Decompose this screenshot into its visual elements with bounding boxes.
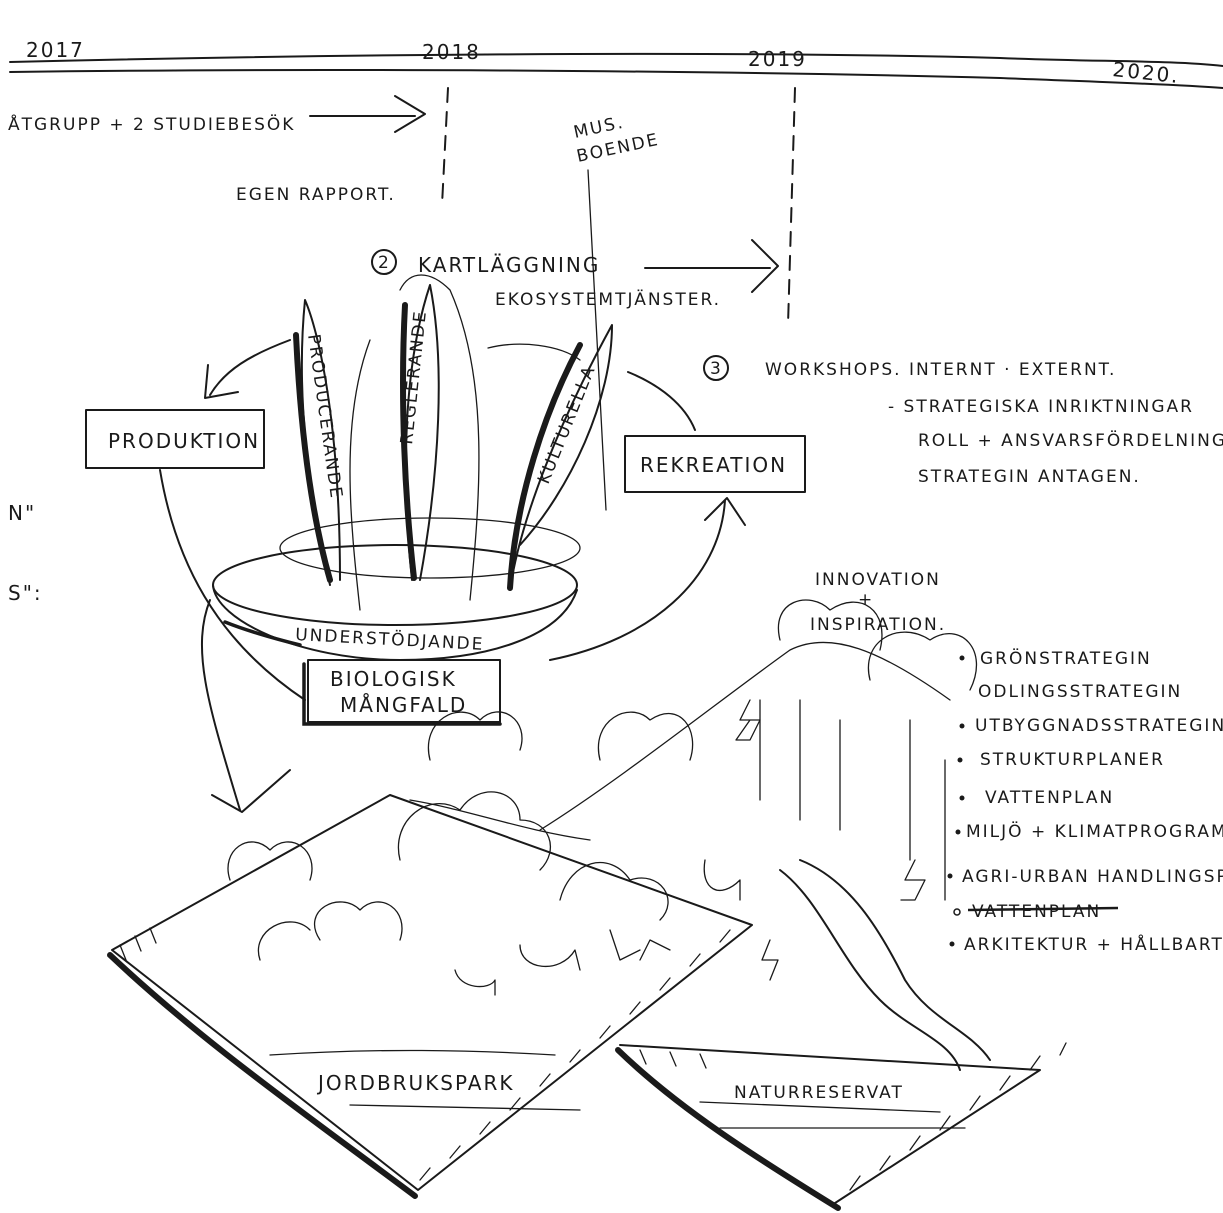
forest-right bbox=[760, 600, 976, 900]
innovation-line2: + bbox=[858, 590, 874, 610]
bullet-1 bbox=[960, 656, 965, 661]
timeline-bottom-line bbox=[10, 70, 1223, 88]
phase3-line2: - STRATEGISKA INRIKTNINGAR bbox=[888, 397, 1194, 417]
right-plate-hatching bbox=[640, 1043, 1066, 1190]
right-plate-thick-edge bbox=[618, 1050, 838, 1208]
annotation-top: MUS. BOENDE bbox=[572, 113, 661, 510]
left-margin-quote2: S": bbox=[8, 581, 43, 605]
trees-left bbox=[228, 842, 402, 960]
strategy-9: ARKITEKTUR + HÅLLBART BYGG. bbox=[964, 933, 1223, 955]
left-loop-arrow bbox=[202, 600, 290, 812]
phase1-arrow bbox=[310, 96, 425, 132]
left-plate-top bbox=[112, 795, 752, 1190]
left-margin-quote1: N" bbox=[8, 501, 36, 525]
rekreation-label: REKREATION bbox=[640, 453, 787, 477]
strategy-5: VATTENPLAN bbox=[985, 788, 1114, 808]
phase-1: ÅTGRUPP + 2 STUDIEBESÖK EGEN RAPPORT. bbox=[8, 96, 425, 205]
strategy-3: UTBYGGNADSSTRATEGIN bbox=[975, 716, 1223, 736]
right-plate-top bbox=[620, 1045, 1040, 1205]
phase3-line1: WORKSHOPS. INTERNT · EXTERNT. bbox=[765, 360, 1116, 380]
ecosystem-services: PRODUKTION REKREATION PRODUCERANDE REGLE… bbox=[86, 275, 805, 812]
produktion-arrow bbox=[205, 340, 290, 398]
milestone-2019-line bbox=[788, 88, 795, 325]
strategy-list: GRÖNSTRATEGIN ODLINGSSTRATEGIN UTBYGGNAD… bbox=[948, 647, 1223, 955]
bullet-3 bbox=[960, 724, 965, 729]
year-2019: 2019 bbox=[748, 47, 807, 71]
produktion-label: PRODUKTION bbox=[108, 429, 260, 453]
river bbox=[780, 860, 990, 1070]
timeline: 2017 2018 2019 2020. bbox=[10, 38, 1223, 325]
bullet-8 bbox=[954, 909, 960, 915]
bowl-label: UNDERSTÖDJANDE bbox=[295, 623, 485, 655]
year-2018: 2018 bbox=[422, 40, 481, 64]
bowl-rim bbox=[213, 545, 577, 625]
phase2-number: 2 bbox=[378, 253, 391, 273]
conifers-right bbox=[736, 700, 925, 980]
phase3-line3: ROLL + ANSVARSFÖRDELNING. bbox=[918, 429, 1223, 451]
animals bbox=[455, 860, 740, 995]
strategy-8-struck: VATTENPLAN bbox=[972, 902, 1101, 922]
phase3-line4: STRATEGIN ANTAGEN. bbox=[918, 467, 1141, 487]
strategy-4: STRUKTURPLANER bbox=[980, 750, 1165, 770]
produktion-flow bbox=[160, 470, 305, 700]
phase2-arrow bbox=[645, 240, 778, 292]
bullet-7 bbox=[948, 874, 953, 879]
bullet-6 bbox=[956, 830, 961, 835]
strategy-2: ODLINGSSTRATEGIN bbox=[978, 682, 1182, 702]
phase2-line1: KARTLÄGGNING bbox=[418, 253, 600, 277]
strategy-6: MILJÖ + KLIMATPROGRAMMET bbox=[966, 820, 1223, 842]
strategy-1: GRÖNSTRATEGIN bbox=[980, 647, 1152, 669]
milestone-2018-line bbox=[442, 88, 448, 205]
leaves-swirl bbox=[350, 275, 580, 610]
biodiversity-line1: BIOLOGISK bbox=[330, 667, 457, 691]
timeline-top-line bbox=[10, 54, 1223, 66]
innovation: INNOVATION + INSPIRATION. bbox=[810, 570, 946, 635]
left-plate-hatching bbox=[120, 928, 730, 1180]
right-plate-label: NATURRESERVAT bbox=[734, 1083, 904, 1103]
innovation-line1: INNOVATION bbox=[815, 570, 941, 590]
left-plate-label: JORDBRUKSPARK bbox=[316, 1071, 514, 1095]
bullet-5 bbox=[960, 796, 965, 801]
year-2017: 2017 bbox=[26, 38, 85, 62]
bullet-4 bbox=[958, 758, 963, 763]
phase2-line2: EKOSYSTEMTJÄNSTER. bbox=[495, 289, 721, 310]
biodiversity-line2: MÅNGFALD bbox=[340, 693, 467, 717]
rekreation-arrow bbox=[628, 372, 695, 430]
rekreation-down-arrow bbox=[550, 498, 745, 660]
phase3-number: 3 bbox=[710, 359, 723, 379]
right-plate-label-line bbox=[700, 1102, 965, 1128]
phase1-report: EGEN RAPPORT. bbox=[236, 185, 396, 205]
bullet-9 bbox=[950, 942, 955, 947]
landscape: JORDBRUKSPARK NATURRESERVAT bbox=[110, 600, 1066, 1208]
strategy-7: AGRI-URBAN HANDLINGSPLAN bbox=[962, 867, 1223, 887]
phase1-label: ÅTGRUPP + 2 STUDIEBESÖK bbox=[8, 113, 295, 135]
